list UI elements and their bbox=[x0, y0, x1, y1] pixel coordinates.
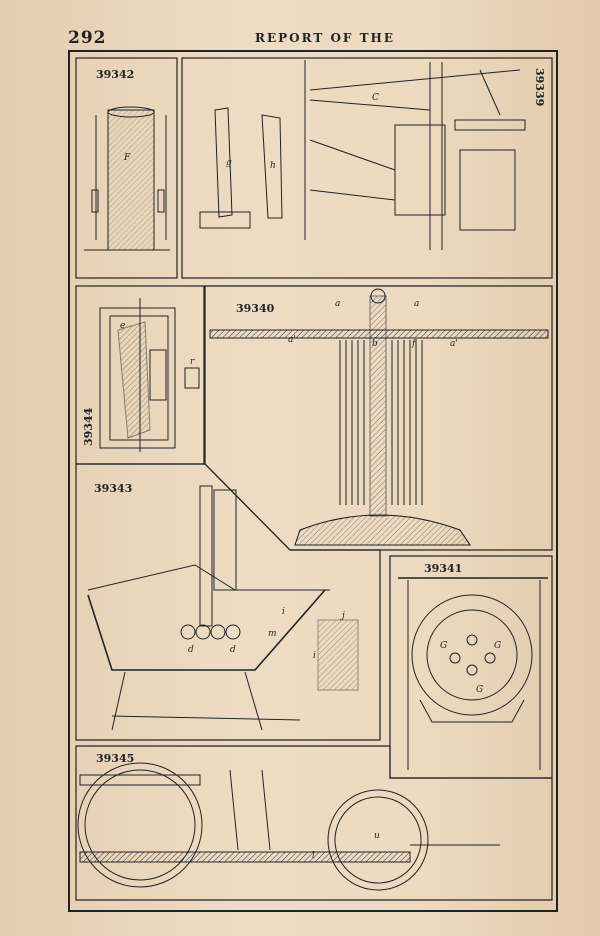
label-m: m bbox=[268, 629, 277, 639]
label-b: b bbox=[372, 339, 378, 349]
panel-39340 bbox=[204, 285, 553, 551]
patent-plate bbox=[68, 50, 558, 912]
label-i: i bbox=[282, 607, 285, 617]
label-e-39344: e bbox=[120, 321, 125, 331]
page-number: 292 bbox=[68, 28, 107, 48]
fig-39342-drawing bbox=[84, 106, 170, 251]
figure-number-39343: 39343 bbox=[94, 482, 133, 495]
label-j: j bbox=[340, 611, 345, 621]
label-r: r bbox=[190, 357, 195, 367]
label-g: g bbox=[226, 158, 232, 168]
label-i-detail: i bbox=[313, 651, 316, 661]
fig-39343-drawing bbox=[87, 485, 359, 731]
panel-39343 bbox=[75, 463, 381, 741]
fig-39340-drawing bbox=[209, 288, 549, 546]
label-h: h bbox=[270, 161, 276, 171]
label-d-right: d bbox=[230, 645, 236, 655]
panel-39345 bbox=[75, 745, 553, 901]
fig-39345-drawing bbox=[77, 762, 500, 891]
fig-39341-drawing bbox=[398, 577, 548, 770]
label-u: u bbox=[374, 831, 380, 841]
label-F: F bbox=[123, 153, 131, 163]
label-G-bottom: G bbox=[476, 685, 483, 695]
figure-number-39340: 39340 bbox=[236, 302, 275, 315]
label-a-left: a bbox=[335, 299, 340, 309]
panel-39342 bbox=[75, 57, 178, 279]
label-f: f bbox=[411, 339, 417, 349]
fig-39339-drawing bbox=[199, 60, 526, 250]
figure-number-39345: 39345 bbox=[96, 752, 135, 765]
figure-number-39342: 39342 bbox=[96, 68, 135, 81]
label-d-left: d bbox=[188, 645, 194, 655]
label-G-left: G bbox=[440, 641, 447, 651]
label-a-prime-left: a' bbox=[288, 335, 296, 345]
label-G-right: G bbox=[494, 641, 501, 651]
label-a-right: a bbox=[414, 299, 419, 309]
figure-number-39341: 39341 bbox=[424, 562, 463, 575]
label-a-prime-right: a' bbox=[450, 339, 458, 349]
running-title: REPORT OF THE bbox=[255, 31, 396, 45]
panel-39339 bbox=[181, 57, 553, 279]
fig-39344-drawing bbox=[99, 298, 200, 452]
label-l: l bbox=[312, 851, 315, 861]
label-c: C bbox=[372, 93, 379, 103]
